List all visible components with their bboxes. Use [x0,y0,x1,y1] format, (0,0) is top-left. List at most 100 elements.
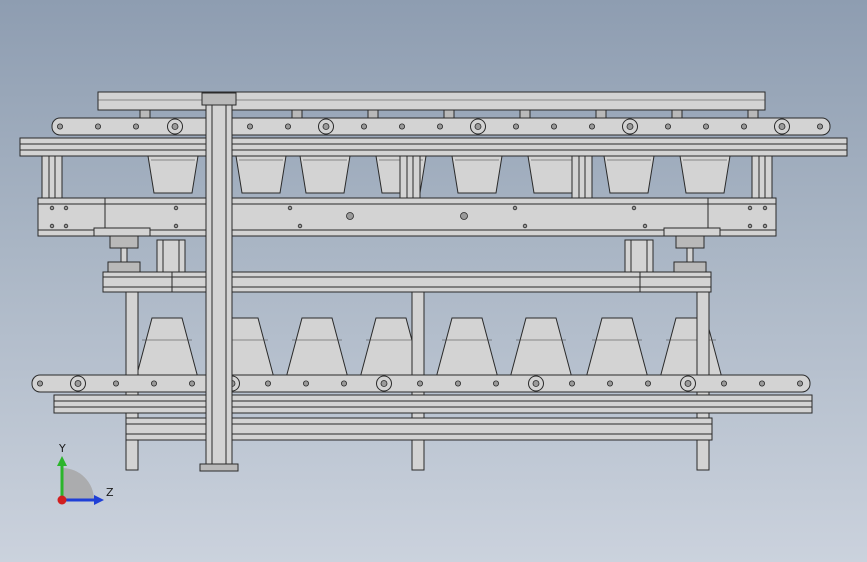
chain-pin [95,123,102,130]
triad-quadrant [62,468,94,500]
beam-bolt [762,205,768,211]
beam-bolt [642,223,648,229]
chain-pin [797,380,804,387]
chain-pin [132,123,139,130]
chain-pin [454,380,461,387]
foot-nut [675,235,705,249]
upper-tray [235,155,287,194]
chain-clip [519,109,531,119]
chain-clip [671,109,683,119]
chain-pin [817,123,824,130]
upper-tray [527,155,579,194]
chain-roller-hub [171,123,179,130]
lower-tray [135,317,199,379]
chain-pin [37,380,44,387]
beam-support-block [624,239,654,273]
chain-pin [360,123,367,130]
chain-roller-hub [474,123,482,130]
chain-roller-hub [626,123,634,130]
foot-plate [93,227,151,237]
chain-pin [703,123,710,130]
central-column [205,95,233,471]
beam-bolt [631,205,637,211]
chain-pin [398,123,405,130]
column-cap-top [201,92,237,106]
upper-tray [299,155,351,194]
foot-base [673,261,707,273]
chain-roller-hub [778,123,786,130]
chain-pin [150,380,157,387]
beam-bolt [173,223,179,229]
beam-bolt [49,223,55,229]
rail-bracket [751,155,773,199]
beam-bolt [297,223,303,229]
beam-bolt [762,223,768,229]
beam-bolt [63,223,69,229]
chain-roller-hub [380,380,388,387]
chain-pin [741,123,748,130]
chain-clip [595,109,607,119]
upper-chain [51,109,831,136]
beam-bolts [49,205,768,229]
chain-pin [264,380,271,387]
z-arrow-icon [94,495,104,505]
chain-pin [513,123,520,130]
lower-tray [659,317,723,379]
x-axis-dot-icon [57,495,67,505]
chain-pin [721,380,728,387]
y-arrow-icon [57,456,67,466]
chain-pin [57,123,64,130]
foot-base [107,261,141,273]
upper-tray [451,155,503,194]
chain-pin [607,380,614,387]
beam-bolt [49,205,55,211]
chain-pin [492,380,499,387]
chain-pin [416,380,423,387]
chain-clip [291,109,303,119]
lower-tray [285,317,349,379]
upper-trays [147,155,731,194]
chain-pin [759,380,766,387]
upper-tray [603,155,655,194]
beam-bolt [522,223,528,229]
chain-roller-hub [322,123,330,130]
chain-pin [589,123,596,130]
chain-pin [551,123,558,130]
chain-clip [747,109,759,119]
chain-pin [188,380,195,387]
chain-pin [665,123,672,130]
axis-triad[interactable]: Y Z [48,440,128,510]
chain-clip [139,109,151,119]
chain-pin [246,123,253,130]
foot-screw [120,247,128,263]
rail-bracket [399,155,421,199]
beam-bolt [63,205,69,211]
z-axis-label: Z [106,486,114,499]
chain-roller-hub [532,380,540,387]
chain-roller-hub [684,380,692,387]
beam-support-block [156,239,186,273]
beam-bolt [512,205,518,211]
chain-pin [302,380,309,387]
middle-cross-beam [102,271,712,293]
chain-pin [569,380,576,387]
foot-screw [686,247,694,263]
lower-rail [53,394,813,414]
foot-nut [109,235,139,249]
beam-bolt [287,205,293,211]
chain-pin [436,123,443,130]
chain-clip [443,109,455,119]
upper-tray [679,155,731,194]
y-axis-label: Y [58,442,66,455]
rail-bracket [571,155,593,199]
upper-rail [19,137,848,157]
beam-bolt [747,223,753,229]
lower-tray [509,317,573,379]
foot-plate [663,227,721,237]
lower-tray [435,317,499,379]
upper-tray [147,155,199,194]
chain-pin [340,380,347,387]
top-cover-plate [97,91,766,111]
